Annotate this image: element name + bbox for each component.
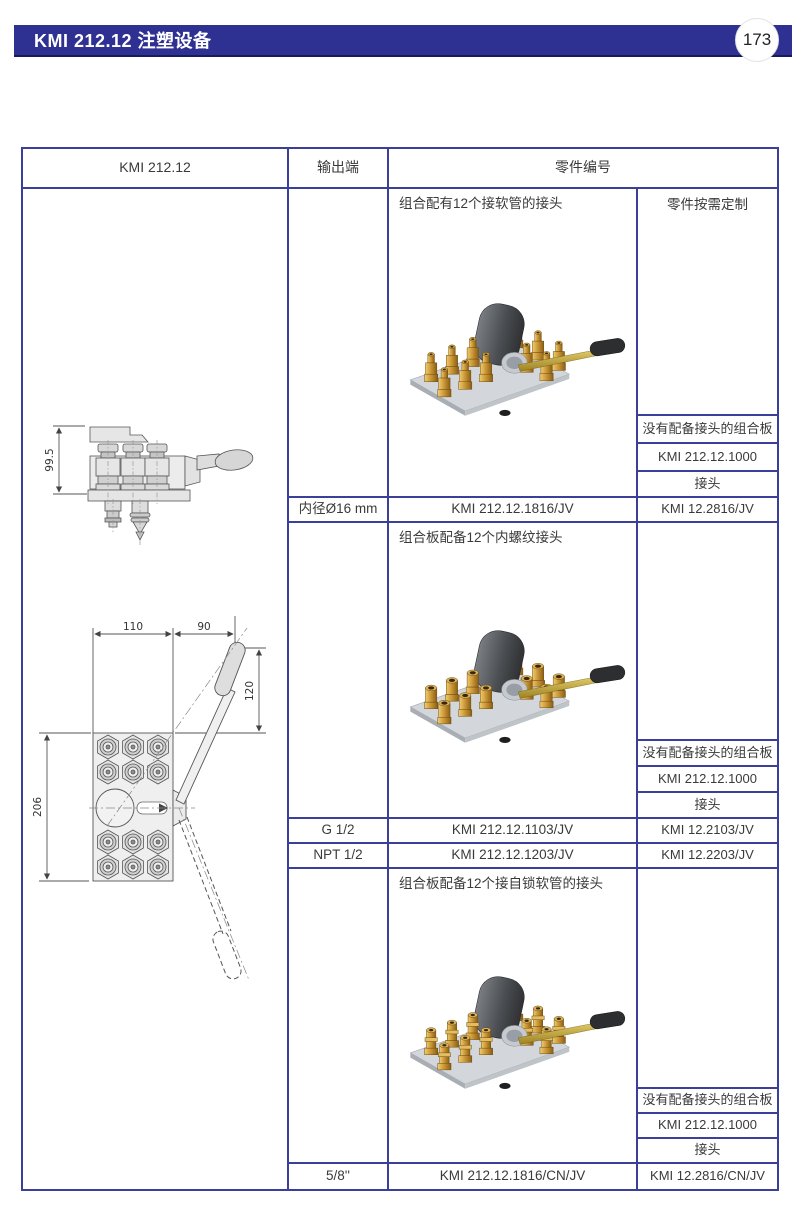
column-header-output: 输出端 [288, 148, 388, 188]
section1-custom-note: 零件按需定制 [637, 188, 778, 415]
section2-row1-part: KMI 212.12.1103/JV [388, 818, 637, 843]
section3-side-empty [637, 868, 778, 1088]
top-view-drawing: 110 90 120 206 [33, 616, 266, 981]
section2-side-label-plate: 没有配备接头的组合板 [637, 740, 778, 766]
page-header-bar: KMI 212.12 注塑设备 [14, 25, 792, 55]
section2-row2-output: NPT 1/2 [288, 843, 388, 868]
section2-side-empty [637, 522, 778, 740]
dim-110: 110 [123, 621, 143, 633]
section1-description: 组合配有12个接软管的接头 [399, 196, 563, 211]
section3-description: 组合板配备12个接自锁软管的接头 [399, 876, 604, 891]
side-view-drawing: 99.5 [45, 425, 254, 545]
product-photo-self-locking-fittings [409, 976, 626, 1089]
section3-output-empty [288, 868, 388, 1163]
section3-description-cell: 组合板配备12个接自锁软管的接头 [388, 868, 637, 1163]
section1-photo-wrap [399, 213, 626, 489]
section1-description-cell: 组合配有12个接软管的接头 [388, 188, 637, 497]
product-table: KMI 212.12 输出端 零件编号 99.5 [21, 147, 779, 1191]
section1-side-label-fitting: 接头 [637, 471, 778, 497]
section3-side-label-fitting: 接头 [637, 1138, 778, 1163]
dim-120: 120 [244, 681, 256, 701]
section2-row2-part: KMI 212.12.1203/JV [388, 843, 637, 868]
column-header-part-number: 零件编号 [388, 148, 778, 188]
section2-side-label-part: KMI 212.12.1000 [637, 766, 778, 792]
product-photo-internal-thread-fittings [409, 630, 626, 744]
section1-output-empty [288, 188, 388, 497]
section2-row2-fitting: KMI 12.2203/JV [637, 843, 778, 868]
section2-row1-output: G 1/2 [288, 818, 388, 843]
section2-row1-fitting: KMI 12.2103/JV [637, 818, 778, 843]
product-photo-hose-fittings [409, 303, 626, 416]
section1-side-label-part: KMI 212.12.1000 [637, 443, 778, 471]
section3-side-label-part: KMI 212.12.1000 [637, 1113, 778, 1138]
dim-99-5: 99.5 [45, 448, 56, 471]
page-number: 173 [742, 30, 772, 49]
section3-row-fitting: KMI 12.2816/CN/JV [637, 1163, 778, 1190]
section2-output-empty [288, 522, 388, 818]
section2-description: 组合板配备12个内螺纹接头 [399, 530, 563, 545]
section2-side-label-fitting: 接头 [637, 792, 778, 818]
column-header-product: KMI 212.12 [22, 148, 288, 188]
dim-90: 90 [197, 621, 210, 633]
page-number-badge: 173 [735, 18, 779, 62]
section1-row-part: KMI 212.12.1816/JV [388, 497, 637, 522]
section3-row-output: 5/8'' [288, 1163, 388, 1190]
section3-photo-wrap [399, 893, 626, 1155]
section1-row-fitting: KMI 12.2816/JV [637, 497, 778, 522]
section3-side-label-plate: 没有配备接头的组合板 [637, 1088, 778, 1113]
page-title: KMI 212.12 注塑设备 [34, 31, 212, 51]
product-drawings-cell: 99.5 [22, 188, 288, 1190]
section1-side-label-plate: 没有配备接头的组合板 [637, 415, 778, 443]
section3-row-part: KMI 212.12.1816/CN/JV [388, 1163, 637, 1190]
section2-description-cell: 组合板配备12个内螺纹接头 [388, 522, 637, 818]
section1-row-output: 内径Ø16 mm [288, 497, 388, 522]
section2-photo-wrap [399, 547, 626, 810]
dim-206: 206 [33, 797, 44, 817]
